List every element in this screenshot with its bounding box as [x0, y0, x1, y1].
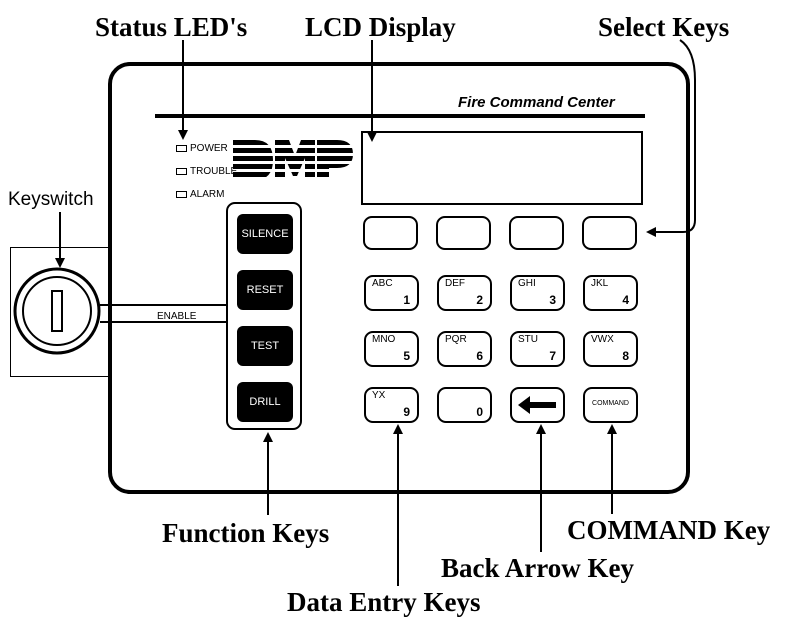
- key-8[interactable]: VWX 8: [583, 331, 638, 367]
- drill-button[interactable]: DRILL: [237, 382, 293, 422]
- led-trouble: TROUBLE: [176, 166, 237, 177]
- key-number: 5: [403, 349, 410, 363]
- key-7[interactable]: STU 7: [510, 331, 565, 367]
- callout-function-keys: Function Keys: [162, 518, 330, 548]
- key-letters: PQR: [445, 334, 467, 345]
- key-0[interactable]: 0: [437, 387, 492, 423]
- callout-select-keys: Select Keys: [598, 12, 730, 42]
- key-number: 6: [476, 349, 483, 363]
- lcd-display: [361, 131, 643, 205]
- key-2[interactable]: DEF 2: [437, 275, 492, 311]
- key-number: 8: [622, 349, 629, 363]
- key-letters: DEF: [445, 278, 465, 289]
- key-letters: ABC: [372, 278, 393, 289]
- command-key-label: COMMAND: [592, 400, 629, 407]
- key-letters: VWX: [591, 334, 614, 345]
- led-indicator: [176, 145, 187, 152]
- key-letters: GHI: [518, 278, 536, 289]
- keyswitch-icon[interactable]: [12, 266, 102, 356]
- select-keys-leader: [646, 39, 696, 237]
- enable-label: ENABLE: [157, 311, 197, 322]
- key-number: 1: [403, 293, 410, 307]
- key-6[interactable]: PQR 6: [437, 331, 492, 367]
- led-indicator: [176, 191, 187, 198]
- silence-button[interactable]: SILENCE: [237, 214, 293, 254]
- key-number: 7: [549, 349, 556, 363]
- key-1[interactable]: ABC 1: [364, 275, 419, 311]
- reset-button[interactable]: RESET: [237, 270, 293, 310]
- led-alarm: ALARM: [176, 189, 224, 200]
- key-number: 2: [476, 293, 483, 307]
- key-9[interactable]: YX 9: [364, 387, 419, 423]
- key-4[interactable]: JKL 4: [583, 275, 638, 311]
- key-5[interactable]: MNO 5: [364, 331, 419, 367]
- select-key-2[interactable]: [436, 216, 491, 250]
- led-indicator: [176, 168, 187, 175]
- led-label: ALARM: [190, 189, 225, 200]
- led-label: POWER: [190, 143, 228, 154]
- led-label: TROUBLE: [190, 166, 238, 177]
- callout-lcd-display: LCD Display: [305, 12, 456, 42]
- callout-status-leds: Status LED's: [95, 12, 248, 42]
- command-key[interactable]: COMMAND: [583, 387, 638, 423]
- panel-top-bar: [155, 114, 645, 118]
- test-button[interactable]: TEST: [237, 326, 293, 366]
- key-letters: MNO: [372, 334, 396, 345]
- key-number: 3: [549, 293, 556, 307]
- dmp-logo: [233, 140, 353, 177]
- key-number: 4: [622, 293, 629, 307]
- key-letters: YX: [372, 390, 386, 401]
- select-key-3[interactable]: [509, 216, 564, 250]
- key-letters: JKL: [591, 278, 609, 289]
- function-key-group: [226, 202, 302, 430]
- callout-command-key: COMMAND Key: [567, 515, 771, 545]
- callout-data-entry-keys: Data Entry Keys: [287, 587, 481, 617]
- left-arrow-icon: [518, 396, 556, 414]
- led-power: POWER: [176, 143, 228, 154]
- select-key-4[interactable]: [582, 216, 637, 250]
- brand-label: Fire Command Center: [458, 94, 615, 111]
- key-letters: STU: [518, 334, 538, 345]
- key-number: 0: [476, 405, 483, 419]
- key-3[interactable]: GHI 3: [510, 275, 565, 311]
- back-arrow-key[interactable]: [510, 387, 565, 423]
- callout-back-arrow-key: Back Arrow Key: [441, 553, 634, 583]
- key-number: 9: [403, 405, 410, 419]
- callout-keyswitch: Keyswitch: [8, 189, 94, 210]
- select-key-1[interactable]: [363, 216, 418, 250]
